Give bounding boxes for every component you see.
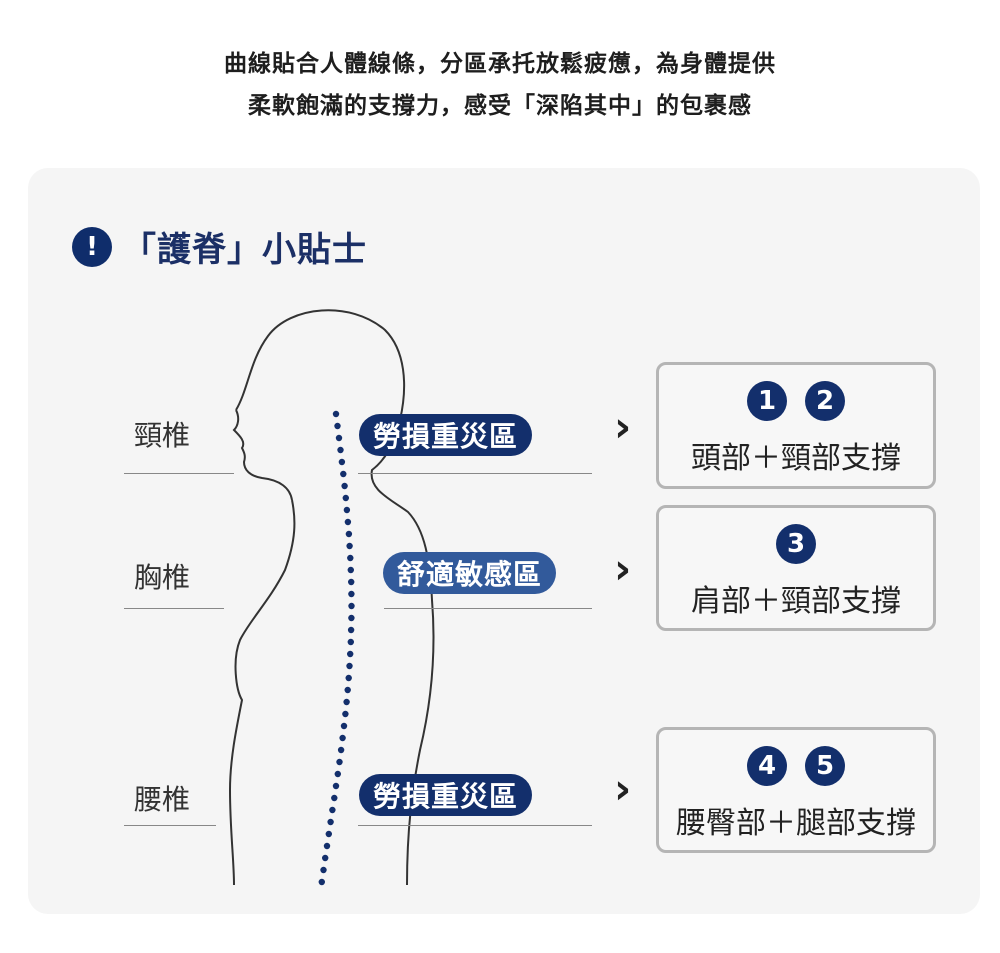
spine-label-cervical: 頸椎 <box>134 414 190 454</box>
spine-dot <box>322 855 328 861</box>
spine-dot <box>334 423 340 429</box>
spine-dot <box>346 531 352 537</box>
spine-dot <box>339 735 345 741</box>
spine-dot <box>336 435 342 441</box>
support-text-2: 肩部＋頸部支撐 <box>659 576 933 620</box>
spine-dot <box>333 411 339 417</box>
support-box-1: 1 2 頭部＋頸部支撐 <box>656 362 936 489</box>
support-text-1: 頭部＋頸部支撐 <box>659 433 933 477</box>
divider-line <box>384 608 592 609</box>
spine-dot <box>348 567 354 573</box>
spine-dot <box>348 591 354 597</box>
spine-dot <box>348 627 354 633</box>
spine-dot <box>319 879 325 885</box>
spine-dot <box>341 483 347 489</box>
spine-dots <box>319 411 355 885</box>
support-box-2: 3 肩部＋頸部支撐 <box>656 505 936 631</box>
spine-dot <box>326 831 332 837</box>
spine-dot <box>345 687 351 693</box>
spine-dot <box>348 639 354 645</box>
spine-dot <box>324 843 330 849</box>
spine-dot <box>336 759 342 765</box>
spine-dot <box>348 579 354 585</box>
divider-line <box>124 608 224 609</box>
chevron-right-icon: › <box>614 402 631 451</box>
front-body-outline <box>230 500 294 885</box>
spine-dot <box>338 747 344 753</box>
spine-dot <box>343 495 349 501</box>
number-badge: 1 <box>747 381 787 421</box>
spine-dot <box>346 675 352 681</box>
spine-dot <box>346 543 352 549</box>
spine-dot <box>346 663 352 669</box>
spine-dot <box>337 447 343 453</box>
spine-dot <box>344 507 350 513</box>
spine-dot <box>348 615 354 621</box>
spine-dot <box>342 711 348 717</box>
spine-dot <box>333 783 339 789</box>
spine-dot <box>343 699 349 705</box>
spine-dot <box>340 471 346 477</box>
spine-label-thoracic: 胸椎 <box>134 556 190 596</box>
number-badge: 4 <box>747 746 787 786</box>
divider-line <box>124 473 234 474</box>
zone-badge-lumbar: 勞損重災區 <box>359 774 532 816</box>
spine-dot <box>327 819 333 825</box>
chevron-right-icon: › <box>614 764 631 813</box>
spine-dot <box>331 795 337 801</box>
spine-dot <box>329 807 335 813</box>
spine-dot <box>339 459 345 465</box>
spine-dot <box>335 771 341 777</box>
spine-dot <box>320 867 326 873</box>
spine-label-lumbar: 腰椎 <box>134 778 190 818</box>
divider-line <box>358 825 592 826</box>
number-badge: 2 <box>805 381 845 421</box>
spine-dot <box>341 723 347 729</box>
number-badge: 5 <box>805 746 845 786</box>
divider-line <box>124 825 216 826</box>
spine-dot <box>345 519 351 525</box>
support-box-3: 4 5 腰臀部＋腿部支撐 <box>656 727 936 853</box>
number-badge: 3 <box>776 524 816 564</box>
spine-dot <box>348 603 354 609</box>
divider-line <box>358 473 592 474</box>
face-outline <box>234 410 292 500</box>
support-text-3: 腰臀部＋腿部支撐 <box>659 798 933 842</box>
zone-badge-thoracic: 舒適敏感區 <box>383 552 556 594</box>
spine-dot <box>347 651 353 657</box>
chevron-right-icon: › <box>614 544 631 593</box>
zone-badge-cervical: 勞損重災區 <box>359 414 532 456</box>
spine-dot <box>347 555 353 561</box>
